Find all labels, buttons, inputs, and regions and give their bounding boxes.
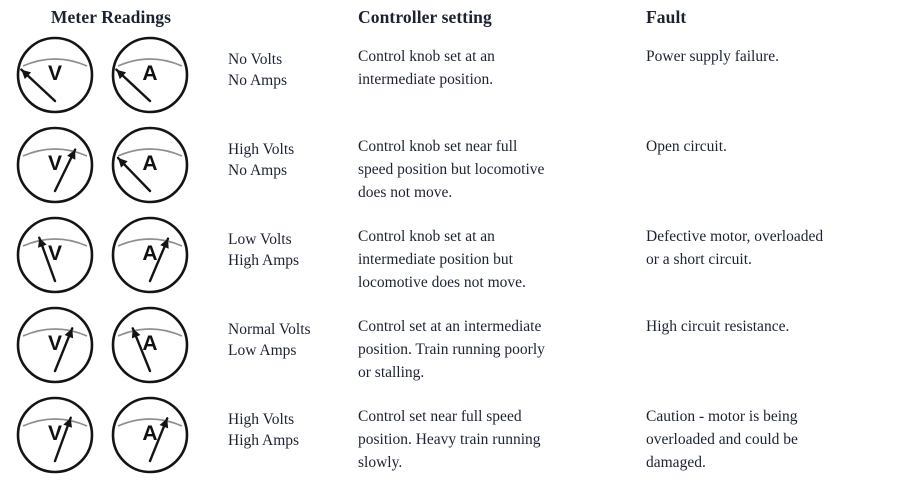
fault-line: Caution - motor is being: [646, 408, 798, 425]
controller-setting-line: intermediate position but: [358, 251, 513, 268]
column-header-meter-readings: Meter Readings: [50, 7, 172, 27]
fault-line: or a short circuit.: [646, 251, 752, 268]
svg-text:V: V: [48, 422, 62, 445]
meter-reading-line: High Amps: [228, 252, 300, 269]
meter-reading-line: High Volts: [228, 411, 295, 428]
table-row: V A High Volts No Amps Control knob set near…: [0, 123, 900, 213]
controller-setting-text: Control knob set near full speed position…: [358, 135, 630, 204]
meter-reading-line: No Volts: [228, 51, 283, 68]
table-row: V A No Volts No Amps Control knob set at an i…: [0, 33, 900, 123]
fault-text: Defective motor, overloaded or a short ci…: [646, 225, 894, 271]
ammeter-gauge-icon: A: [110, 305, 190, 385]
svg-text:A: A: [142, 152, 157, 175]
fault-line: Power supply failure.: [646, 48, 780, 65]
voltmeter-gauge-icon: V: [15, 125, 95, 205]
svg-text:V: V: [48, 152, 62, 175]
svg-text:A: A: [142, 62, 157, 85]
controller-setting-line: speed position but locomotive: [358, 161, 545, 178]
ammeter-gauge-icon: A: [110, 125, 190, 205]
ammeter-gauge-icon: A: [110, 395, 190, 475]
fault-line: overloaded and could be: [646, 431, 798, 448]
fault-text: High circuit resistance.: [646, 315, 894, 338]
meter-reading-line: Low Volts: [228, 231, 292, 248]
meter-reading-line: No Amps: [228, 72, 287, 89]
fault-line: Open circuit.: [646, 138, 727, 155]
fault-line: damaged.: [646, 454, 706, 471]
controller-setting-line: slowly.: [358, 454, 403, 471]
voltmeter-gauge-icon: V: [15, 395, 95, 475]
controller-setting-line: position. Train running poorly: [358, 341, 545, 358]
column-header-fault: Fault: [646, 7, 687, 27]
controller-setting-line: Control set near full speed: [358, 408, 522, 425]
svg-text:V: V: [48, 332, 62, 355]
controller-setting-text: Control set at an intermediate position. …: [358, 315, 630, 384]
voltmeter-gauge-icon: V: [15, 305, 95, 385]
fault-text: Caution - motor is being overloaded and c…: [646, 405, 894, 474]
voltmeter-gauge-icon: V: [15, 215, 95, 295]
column-header-controller-setting: Controller setting: [358, 7, 492, 27]
ammeter-gauge-icon: A: [110, 35, 190, 115]
meter-reading-line: No Amps: [228, 162, 287, 179]
controller-setting-line: Control set at an intermediate: [358, 318, 542, 335]
controller-setting-line: or stalling.: [358, 364, 425, 381]
svg-text:A: A: [142, 332, 157, 355]
controller-setting-line: does not move.: [358, 184, 453, 201]
meter-reading-label: High Volts No Amps: [228, 139, 354, 181]
fault-text: Power supply failure.: [646, 45, 894, 68]
meter-reading-line: High Amps: [228, 432, 300, 449]
controller-setting-line: intermediate position.: [358, 71, 494, 88]
controller-setting-line: Control knob set at an: [358, 48, 495, 65]
fault-line: High circuit resistance.: [646, 318, 790, 335]
meter-reading-label: No Volts No Amps: [228, 49, 354, 91]
svg-text:V: V: [48, 242, 62, 265]
controller-setting-text: Control knob set at an intermediate posit…: [358, 45, 630, 91]
fault-text: Open circuit.: [646, 135, 894, 158]
svg-text:A: A: [142, 422, 157, 445]
voltmeter-gauge-icon: V: [15, 35, 95, 115]
meter-reading-line: Low Amps: [228, 342, 297, 359]
controller-setting-line: Control knob set near full: [358, 138, 518, 155]
fault-line: Defective motor, overloaded: [646, 228, 824, 245]
controller-setting-text: Control set near full speed position. Hea…: [358, 405, 630, 474]
table-header-row: Meter Readings Controller setting Fault: [0, 0, 900, 36]
controller-setting-line: Control knob set at an: [358, 228, 495, 245]
meter-reading-line: Normal Volts: [228, 321, 311, 338]
controller-setting-text: Control knob set at an intermediate posit…: [358, 225, 630, 294]
meter-reading-line: High Volts: [228, 141, 295, 158]
ammeter-gauge-icon: A: [110, 215, 190, 295]
svg-text:A: A: [142, 242, 157, 265]
controller-setting-line: position. Heavy train running: [358, 431, 541, 448]
svg-text:V: V: [48, 62, 62, 85]
controller-setting-line: locomotive does not move.: [358, 274, 526, 291]
